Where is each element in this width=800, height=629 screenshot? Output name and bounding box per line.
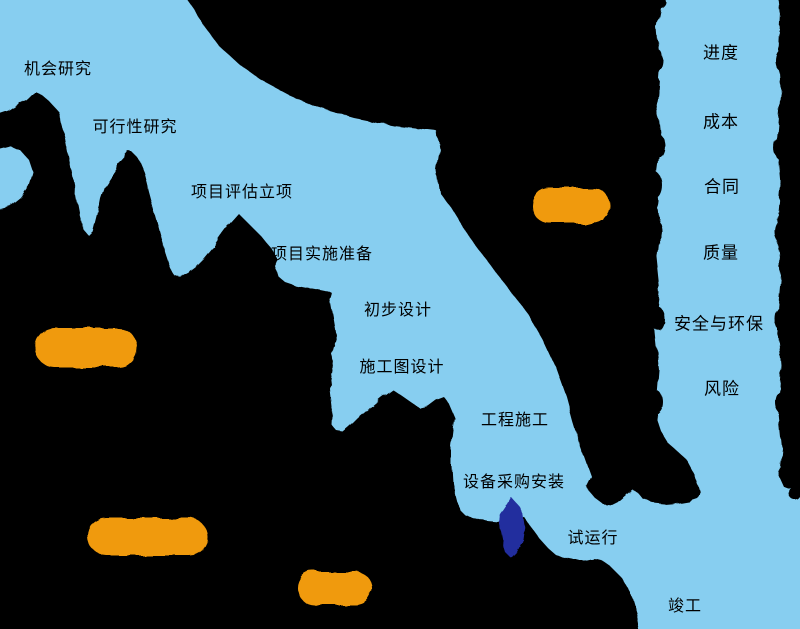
stage-label-construction: 工程施工 [480,412,550,429]
stage-label-construction-drawing-design: 施工图设计 [359,359,445,376]
mgmt-label-safety-environment: 安全与环保 [674,314,764,334]
stage-label-feasibility-study: 可行性研究 [92,119,178,136]
stage-label-preliminary-design: 初步设计 [363,302,433,319]
stage-label-completion: 竣工 [667,598,703,615]
column-edge-notches [646,0,800,500]
mgmt-label-schedule: 进度 [703,43,739,63]
band-pocket-shape [0,146,33,210]
stage-label-opportunity-research: 机会研究 [23,61,93,78]
mgmt-label-quality: 质量 [703,243,739,263]
mgmt-label-cost: 成本 [703,112,739,132]
highlight-capsule-3 [88,518,207,555]
stage-label-implementation-preparation: 项目实施准备 [270,246,374,263]
mgmt-label-risk: 风险 [704,379,740,399]
stage-label-equipment-procurement-install: 设备采购安装 [462,474,566,491]
stage-label-project-evaluation-approval: 项目评估立项 [190,184,294,201]
highlight-capsule-1 [532,188,610,223]
stair-band-shape [0,0,591,522]
highlight-capsule-4 [298,572,372,605]
mgmt-label-contract: 合同 [704,177,740,197]
highlight-capsule-2 [35,328,137,367]
stage-label-trial-run: 试运行 [567,530,619,547]
progress-marker-icon [499,498,525,559]
